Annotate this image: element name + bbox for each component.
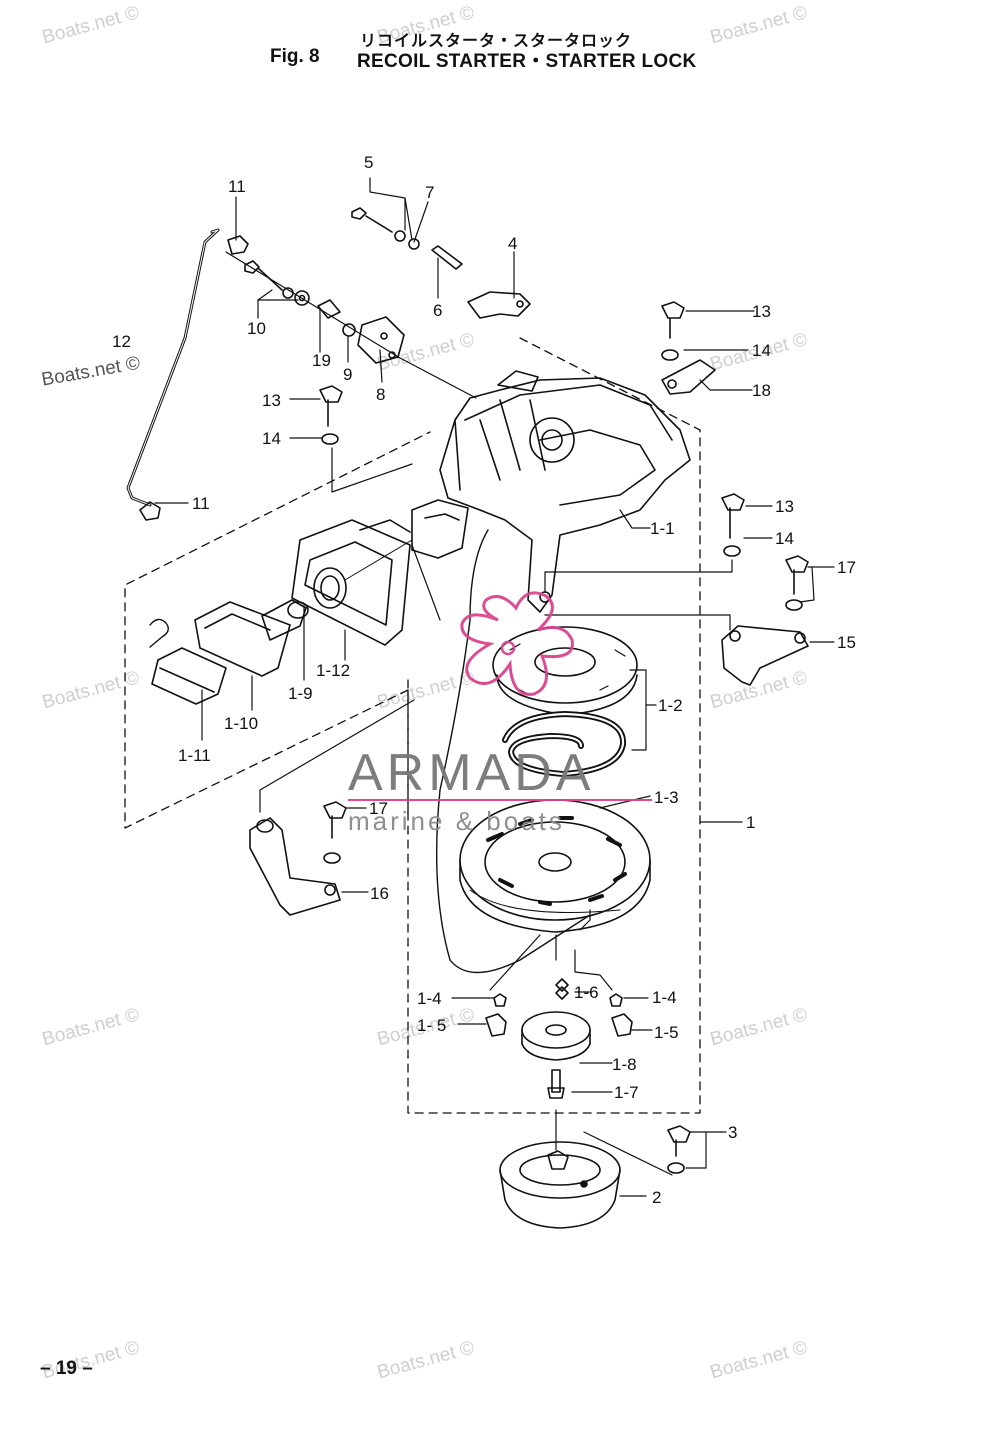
- callout-label: 1: [746, 813, 755, 832]
- leader-lines: [154, 177, 835, 1197]
- callout-label: 1-8: [612, 1055, 637, 1074]
- starter-grip-body: [194, 601, 291, 677]
- callout-labels: 5 7 11 4 10 6 13 12 19 9 8 14 18 13 14 1…: [112, 153, 856, 1207]
- armada-logo: ARMADA marine & boats: [348, 591, 652, 836]
- starter-pulley: [499, 1141, 621, 1199]
- callout-label: 7: [425, 183, 434, 202]
- starter-case: [439, 377, 691, 613]
- callout-label: 11: [228, 177, 246, 196]
- rod-clip-upper: [227, 235, 249, 255]
- callout-label: 1-9: [288, 684, 313, 703]
- callout-label: 1- 5: [417, 1016, 446, 1035]
- callout-label: 11: [192, 494, 210, 513]
- callout-label: 4: [508, 234, 517, 253]
- page-title: RECOIL STARTER・STARTER LOCK: [357, 51, 697, 72]
- callout-label: 17: [369, 799, 388, 818]
- brand-tagline: marine & boats: [348, 806, 565, 836]
- callout-label: 6: [433, 301, 442, 320]
- bolt-5: [351, 207, 393, 233]
- callout-label: 13: [775, 497, 794, 516]
- callout-label: 1-5: [654, 1023, 679, 1042]
- starter-handle: [291, 519, 411, 646]
- callout-label: 1-2: [658, 696, 683, 715]
- ratchet-guide: [521, 1011, 591, 1049]
- callout-label: 1-4: [652, 988, 677, 1007]
- callout-label: 13: [262, 391, 281, 410]
- ratchet-pawl-left: [485, 1013, 507, 1037]
- callout-label: 1-7: [614, 1083, 639, 1102]
- starter-lock-link: [661, 359, 716, 395]
- recoil-spring-cover: [492, 626, 638, 704]
- starter-rope: [435, 529, 591, 974]
- callout-label: 9: [343, 365, 352, 384]
- callout-label: 10: [247, 319, 266, 338]
- callout-label: 1-10: [224, 714, 258, 733]
- callout-label: 1-1: [650, 519, 675, 538]
- callout-label: 1-11: [178, 746, 211, 765]
- callout-label: 17: [837, 558, 856, 577]
- callout-label: 16: [370, 884, 389, 903]
- starter-grip-cap: [151, 647, 227, 705]
- callout-label: 15: [837, 633, 856, 652]
- starter-lock-rod: [126, 228, 220, 507]
- starter-lock-lever: [467, 291, 531, 319]
- callout-label: 2: [652, 1188, 661, 1207]
- callout-label: 14: [262, 429, 281, 448]
- callout-label: 1-4: [417, 989, 442, 1008]
- center-bolt: [547, 1069, 565, 1099]
- starter-bracket: [721, 625, 809, 686]
- callout-label: 1-6: [574, 983, 599, 1002]
- japanese-title: リコイルスタータ・スタータロック: [360, 33, 633, 50]
- callout-label: 1-12: [316, 661, 350, 680]
- starter-lever: [249, 817, 341, 916]
- brand-name: ARMADA: [348, 744, 594, 802]
- callout-label: 3: [728, 1123, 737, 1142]
- assembly-outline-dashed: [124, 337, 701, 1114]
- callout-label: 1-3: [654, 788, 679, 807]
- figure-number: Fig. 8: [270, 46, 320, 67]
- bolt-3: [667, 1125, 691, 1157]
- callout-label: 14: [775, 529, 794, 548]
- pawl-spring: [555, 978, 569, 1000]
- callout-label: 19: [312, 351, 331, 370]
- callout-label: 12: [112, 332, 131, 351]
- callout-label: 14: [752, 341, 771, 360]
- callout-label: 18: [752, 381, 771, 400]
- callout-label: 8: [376, 385, 385, 404]
- callout-label: 13: [752, 302, 771, 321]
- rod-clip-lower: [139, 501, 161, 521]
- ratchet-pawl-right: [611, 1013, 633, 1037]
- callout-label: 5: [364, 153, 373, 172]
- pin-6: [431, 245, 463, 270]
- page-number: – 19 –: [40, 1358, 93, 1379]
